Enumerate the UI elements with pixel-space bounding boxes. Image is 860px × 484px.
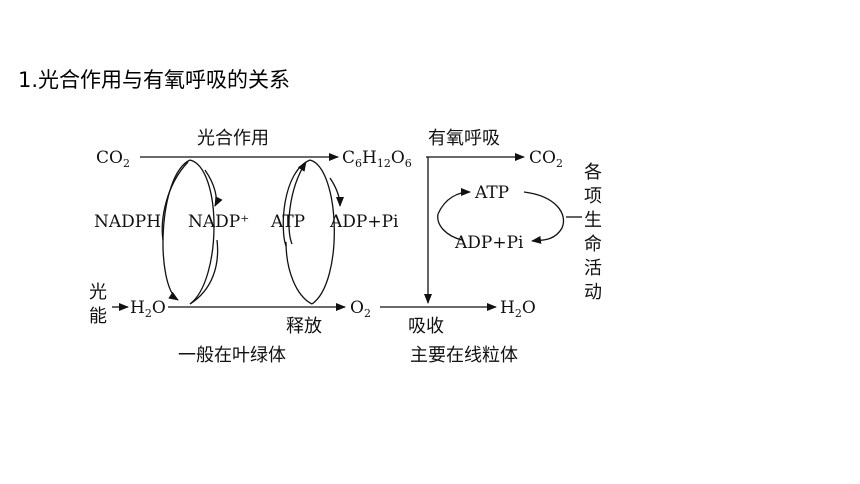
location-mitochondria-label: 主要在线粒体 — [410, 345, 518, 366]
page-title: 1.光合作用与有氧呼吸的关系 — [18, 68, 291, 92]
life-activities-char-4: 命 — [584, 234, 602, 255]
photosynthesis-label: 光合作用 — [197, 128, 269, 149]
location-chloroplast-label: 一般在叶绿体 — [178, 345, 286, 366]
life-activities-char-6: 动 — [584, 282, 602, 303]
life-activities-char-2: 项 — [584, 186, 602, 207]
atp-right-label: ATP — [474, 183, 509, 203]
atp-cycle-left-arc — [282, 159, 311, 247]
nadph-cycle-right-arc — [189, 159, 215, 305]
adp-pi-right-label: ADP+Pi — [454, 233, 524, 253]
atp-left-label: ATP — [270, 212, 305, 232]
h2o-right-label: H2O — [500, 298, 536, 320]
nadph-cycle-right-arrow — [204, 169, 223, 207]
co2-right-label: CO2 — [529, 148, 563, 170]
adp-pi-left-label: ADP+Pi — [329, 212, 399, 232]
life-activities-char-3: 生 — [584, 210, 602, 231]
light-energy-label-1: 光 — [89, 282, 107, 303]
atp-loop-right-arc — [523, 191, 564, 244]
h2o-left-label: H2O — [130, 298, 166, 320]
life-activities-char-1: 各 — [584, 162, 602, 183]
atp-cycle-right-arc — [309, 159, 335, 305]
glucose-label: C6H12O6 — [342, 148, 412, 170]
nadp-label: NADP⁺ — [188, 212, 249, 232]
o2-label: O2 — [350, 298, 371, 320]
co2-left-label: CO2 — [96, 148, 130, 170]
nadph-cycle-up-arrow — [161, 161, 189, 241]
atp-cycle-left-arrow-up — [288, 161, 307, 245]
light-energy-label-2: 能 — [89, 306, 107, 327]
absorb-label: 吸收 — [408, 316, 444, 337]
life-activities-char-5: 活 — [584, 258, 602, 279]
atp-loop-left-arc — [437, 213, 463, 241]
atp-cycle-bottom-left — [285, 241, 313, 305]
nadph-cycle-left-arc — [162, 159, 191, 301]
release-label: 释放 — [286, 316, 322, 337]
aerobic-respiration-label: 有氧呼吸 — [428, 128, 500, 149]
atp-cycle-right-arrow — [329, 177, 344, 207]
nadp-cycle-up-arc — [189, 239, 219, 305]
atp-loop-top-arrow — [437, 188, 471, 215]
nadph-label: NADPH — [94, 212, 161, 232]
